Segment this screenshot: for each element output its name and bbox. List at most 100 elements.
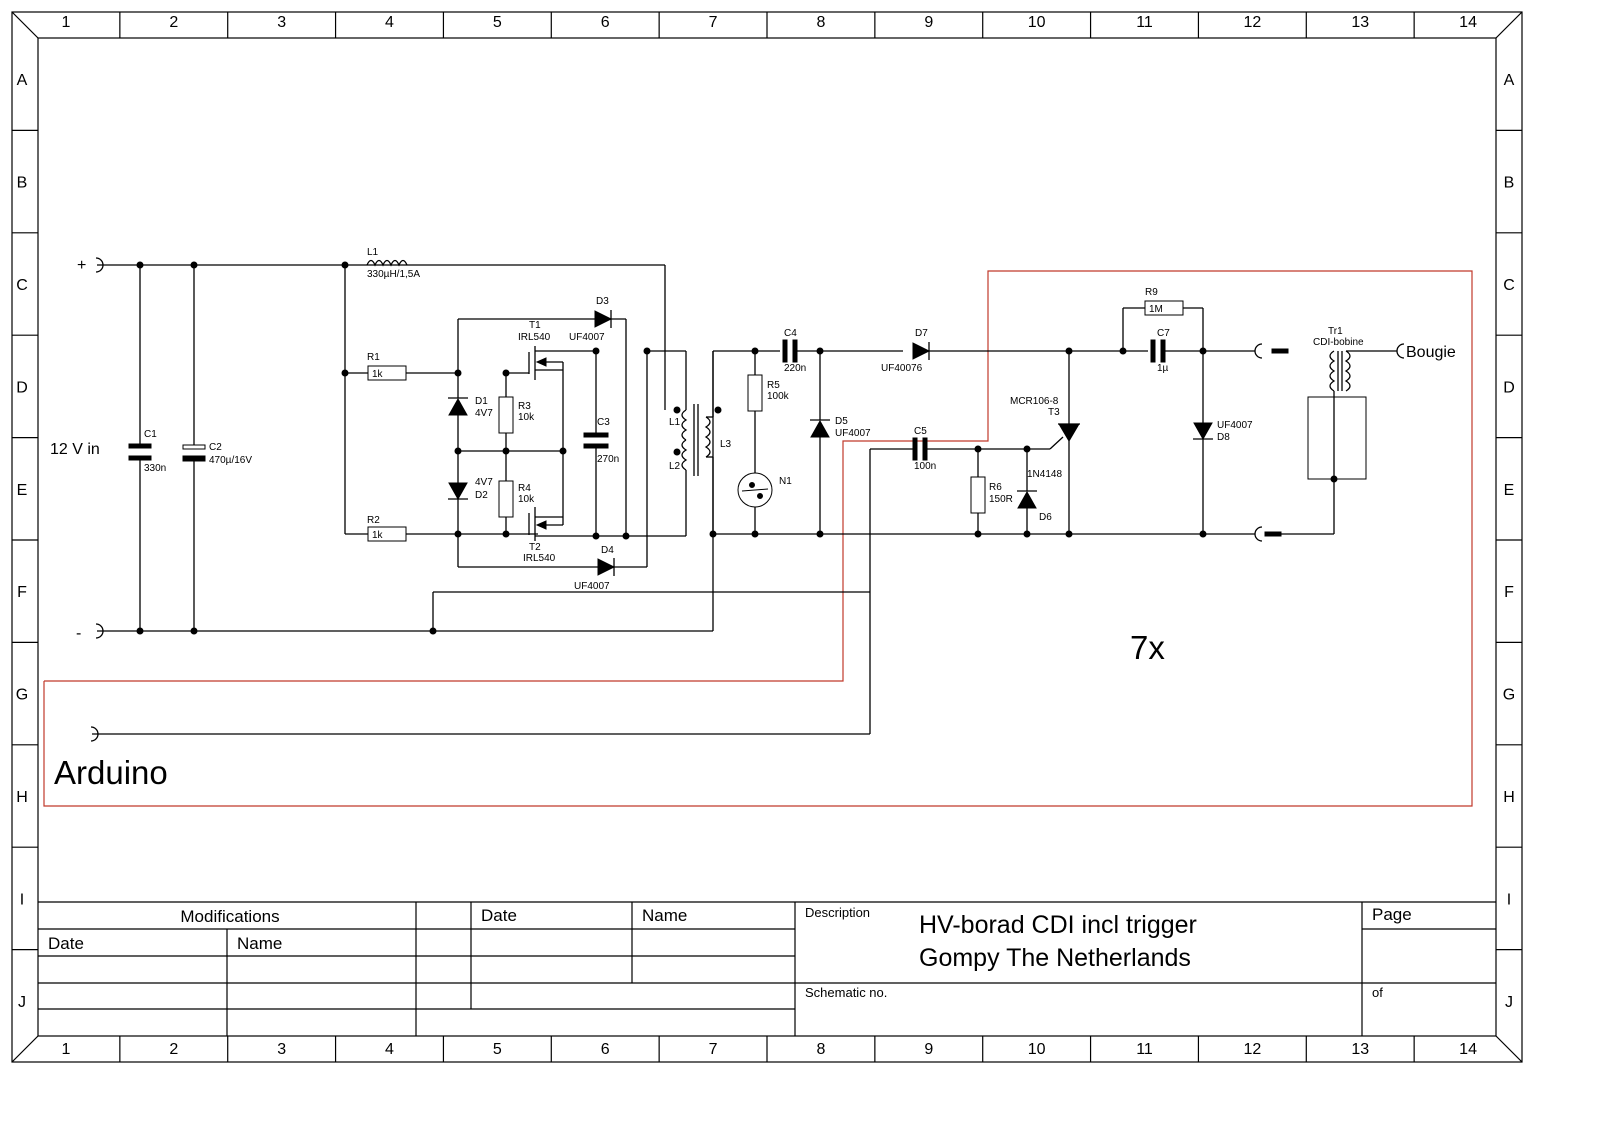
d3-ref: D3 [596,296,609,307]
grid-row-label-left: J [18,994,26,1011]
grid-row-label-left: E [17,482,28,499]
r2-value: 1k [372,530,384,541]
grid-col-label-bottom: 10 [1028,1041,1046,1058]
grid-col-label-bottom: 4 [385,1041,394,1058]
grid-row-label-left: I [20,891,24,908]
trafo-l2-ref: L2 [669,461,681,472]
r5-value: 100k [767,391,790,402]
page-label: Page [1372,905,1412,924]
d6-value: 1N4148 [1027,469,1062,480]
grid-row-label-right: F [1504,584,1514,601]
grid-row-label-right: I [1507,891,1511,908]
d1-ref: D1 [475,396,488,407]
grid-col-label-top: 2 [169,14,178,31]
grid-row-label-left: A [17,72,28,89]
c5-value: 100n [914,461,936,472]
r3-ref: R3 [518,401,531,412]
grid-row-label-right: H [1503,789,1515,806]
arduino-label: Arduino [54,754,168,791]
grid-col-label-top: 9 [924,14,933,31]
grid-col-label-top: 7 [709,14,718,31]
hv-section [709,300,1289,734]
grid-col-label-bottom: 5 [493,1041,502,1058]
r9-ref: R9 [1145,287,1158,298]
r6-ref: R6 [989,482,1002,493]
c7-ref: C7 [1157,328,1170,339]
r9-value: 1M [1149,304,1163,315]
grid-row-label-right: C [1503,277,1515,294]
supply-label: 12 V in [50,441,100,458]
grid-row-label-left: F [17,584,27,601]
grid-col-label-top: 12 [1243,14,1261,31]
mod-name-header: Name [237,934,282,953]
grid-row-label-right: B [1504,175,1515,192]
d2-ref: D2 [475,490,488,501]
grid-row-label-right: A [1504,72,1515,89]
grid-row-label-right: E [1504,482,1515,499]
d8-ref: D8 [1217,432,1230,443]
grid-col-label-bottom: 2 [169,1041,178,1058]
tr1-ref: Tr1 [1328,326,1343,337]
t3-ref: T3 [1048,407,1060,418]
grid-row-label-right: G [1503,687,1515,704]
title-line-2: Gompy The Netherlands [919,944,1191,972]
mod-date-header: Date [48,934,84,953]
d2-value: 4V7 [475,477,493,488]
r6-value: 150R [989,494,1013,505]
grid-col-label-bottom: 1 [61,1041,70,1058]
r4-ref: R4 [518,483,531,494]
grid-col-label-bottom: 8 [816,1041,825,1058]
r1-value: 1k [372,369,384,380]
grid-col-label-top: 5 [493,14,502,31]
date-header: Date [481,906,517,925]
d4-value: UF4007 [574,581,610,592]
d4-ref: D4 [601,545,614,556]
title-block: Modifications Date Name Date Name Descri… [38,901,1496,1036]
t3-value: MCR106-8 [1010,396,1059,407]
r1-ref: R1 [367,352,380,363]
driver-section [341,259,870,631]
title-line-1: HV-borad CDI incl trigger [919,911,1197,939]
grid-col-label-top: 11 [1136,14,1153,31]
c7-value: 1µ [1157,363,1169,374]
t2-value: IRL540 [523,553,556,564]
c3-value: 270n [597,454,619,465]
t2-ref: T2 [529,542,541,553]
supply-section [95,257,714,639]
l1-ref: L1 [367,247,379,258]
d6-ref: D6 [1039,512,1052,523]
grid-col-label-top: 8 [816,14,825,31]
grid-row-label-right: J [1505,994,1513,1011]
d7-value: UF40076 [881,363,923,374]
grid-row-label-left: D [16,379,28,396]
r3-value: 10k [518,412,535,423]
tr1-value: CDI-bobine [1313,337,1364,348]
c3-ref: C3 [597,417,610,428]
modifications-header: Modifications [180,907,279,926]
drawing-frame [11,11,1523,1063]
l1-value: 330µH/1,5A [367,269,420,280]
trafo-l3-ref: L3 [720,439,732,450]
grid-row-label-left: H [16,789,28,806]
grid-col-label-bottom: 14 [1459,1041,1477,1058]
grid-col-label-top: 10 [1028,14,1046,31]
grid-col-label-bottom: 6 [601,1041,610,1058]
c2-value: 470µ/16V [209,455,252,466]
c2-ref: C2 [209,442,222,453]
r2-ref: R2 [367,515,380,526]
r5-ref: R5 [767,380,780,391]
description-label: Description [805,905,870,920]
d8-value: UF4007 [1217,420,1253,431]
grid-col-label-bottom: 9 [924,1041,933,1058]
cdi-coil [1281,343,1405,535]
c4-ref: C4 [784,328,797,339]
c4-value: 220n [784,363,806,374]
minus-label: - [76,625,81,642]
d3-value: UF4007 [569,332,605,343]
c1-value: 330n [144,463,166,474]
d5-ref: D5 [835,416,848,427]
t1-value: IRL540 [518,332,551,343]
trafo-l1-ref: L1 [669,417,681,428]
grid-col-label-bottom: 7 [709,1041,718,1058]
